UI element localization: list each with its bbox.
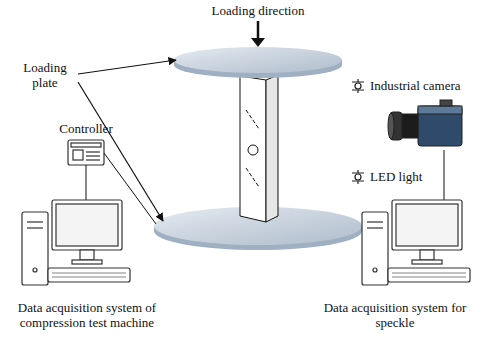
industrial-camera xyxy=(388,100,462,146)
left-computer xyxy=(22,200,130,285)
system-caption: Data acquisition system of compression t… xyxy=(4,300,170,330)
controller-icon xyxy=(68,140,104,165)
specimen xyxy=(240,75,278,222)
direction-label: Loading direction xyxy=(198,3,318,18)
plate-label: Loading plate xyxy=(14,60,76,90)
controller-label: Controller xyxy=(50,121,122,136)
light-label: LED light xyxy=(370,169,480,184)
load-arrow xyxy=(251,21,265,47)
right-computer xyxy=(362,200,470,285)
system-caption: Data acquisition system for speckle xyxy=(320,300,470,330)
top-plate xyxy=(174,47,342,78)
lamp-symbol xyxy=(352,79,364,184)
camera-label: Industrial camera xyxy=(370,78,492,93)
wires xyxy=(86,150,444,224)
